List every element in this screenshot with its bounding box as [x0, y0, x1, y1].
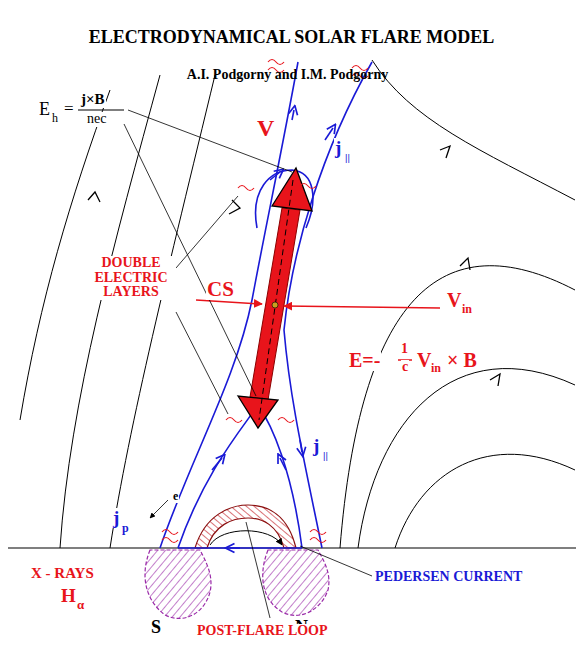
subscript: ||: [344, 152, 351, 164]
formula-symbol: nec: [86, 112, 107, 127]
polarity-label: S: [150, 618, 162, 637]
photosphere-line: [8, 547, 576, 548]
velocity-label: V: [446, 290, 462, 311]
current-sheet-label: CS: [206, 278, 235, 300]
subscript: p: [121, 522, 130, 535]
formula-symbol: × B: [446, 350, 478, 371]
inflow-arrow: [284, 306, 440, 308]
callout-label: POST-FLARE LOOP: [196, 624, 329, 639]
subscript: ||: [322, 450, 329, 462]
authors: A.I. Podgorny and I.M. Podgorny: [0, 68, 579, 83]
emission-label: H: [60, 586, 77, 606]
fraction-bar: [78, 109, 124, 110]
emission-label: X - RAYS: [30, 566, 95, 582]
diagram-title: ELECTRODYNAMICAL SOLAR FLARE MODEL: [0, 28, 583, 47]
current-sheet: [238, 168, 312, 428]
formula-symbol: E=-: [348, 350, 381, 371]
formula-symbol: c: [401, 360, 409, 375]
subscript: h: [51, 112, 59, 125]
subscript: α: [76, 598, 85, 612]
callout-label: DOUBLE ELECTRIC LAYERS: [86, 256, 176, 300]
current-label: j: [112, 508, 120, 528]
current-label: j: [312, 436, 320, 456]
velocity-label: V: [256, 116, 275, 141]
current-label: j: [334, 138, 342, 158]
formula-symbol: j×B: [80, 92, 106, 108]
formula-symbol: =: [63, 100, 75, 118]
electron-label: e: [172, 490, 179, 503]
subscript: in: [461, 303, 473, 316]
field-lines: [20, 60, 575, 548]
inflow-arrow: [196, 300, 262, 304]
formula-symbol: 1: [400, 342, 409, 357]
footpoint-n: [263, 550, 329, 615]
double-layer-marks: [162, 60, 368, 543]
leader-lines: [124, 110, 372, 618]
callout-label: PEDERSEN CURRENT: [374, 570, 523, 585]
post-flare-loop: [195, 505, 296, 548]
subscript: in: [430, 362, 442, 375]
footpoint-s: [145, 550, 211, 618]
formula-symbol: E: [38, 100, 51, 119]
current-lines: [160, 62, 372, 548]
